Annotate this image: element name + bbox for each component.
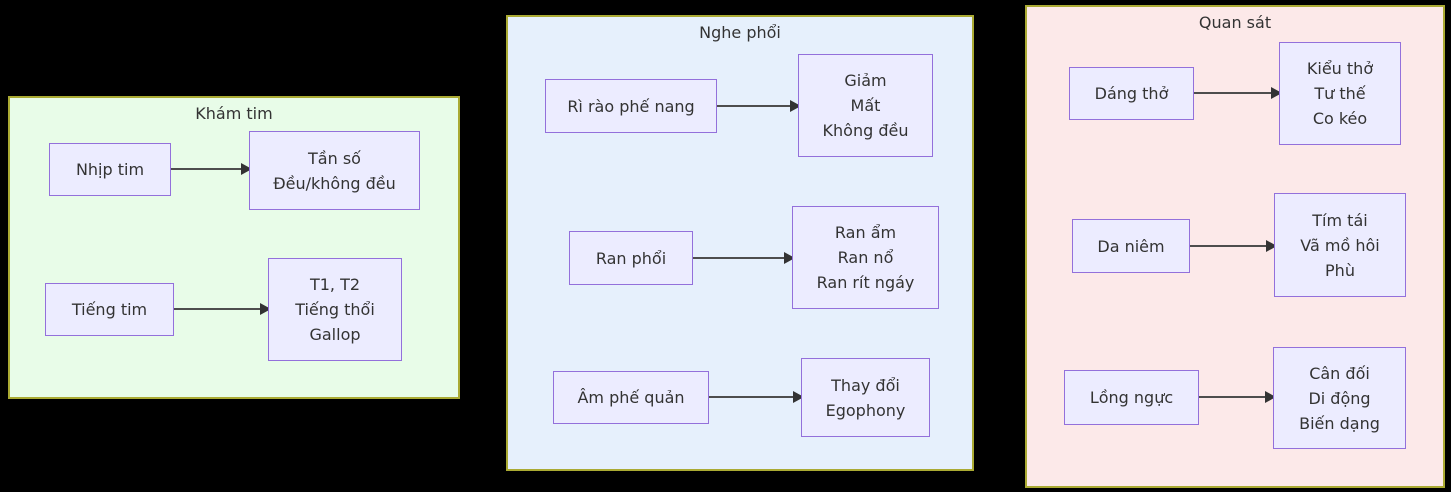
node-label: Lồng ngực — [1089, 388, 1174, 407]
node-label: Da niêm — [1097, 236, 1165, 256]
node-tan-so: Tần số Đều/không đều — [249, 131, 420, 210]
node-line: Gallop — [309, 325, 361, 344]
node-am-phe-quan: Âm phế quản — [553, 371, 709, 424]
node-label: Âm phế quản — [577, 388, 685, 407]
arrowhead-icon — [260, 303, 271, 315]
node-long-nguc: Lồng ngực — [1064, 370, 1199, 425]
arrow-long-nguc — [1199, 391, 1276, 403]
node-label: Ran phổi — [595, 248, 667, 268]
node-ri-rao-phe-nang: Rì rào phế nang — [545, 79, 717, 133]
arrow-am-phe-quan — [709, 391, 804, 403]
arrow-da-niem — [1190, 240, 1277, 252]
node-line: Tư thế — [1314, 84, 1366, 103]
node-thay-doi: Thay đổi Egophony — [801, 358, 930, 437]
panel-nghe-phoi: Nghe phổi Rì rào phế nang Giảm Mất Không… — [506, 15, 974, 471]
arrow-nhip-tim — [171, 163, 252, 175]
node-line: Phù — [1325, 260, 1355, 280]
node-line: Thay đổi — [831, 375, 900, 395]
node-line: Ran nổ — [837, 248, 894, 267]
arrow-dang-tho — [1194, 87, 1282, 99]
node-label: Tiếng tim — [71, 300, 148, 319]
arrowhead-icon — [784, 252, 795, 264]
node-nhip-tim: Nhịp tim — [49, 143, 171, 196]
node-line: Tím tái — [1312, 210, 1368, 230]
node-t1-t2: T1, T2 Tiếng thổi Gallop — [268, 258, 402, 361]
node-line: Cân đối — [1309, 363, 1370, 383]
node-line: Tiếng thổi — [295, 300, 375, 319]
node-line: Co kéo — [1312, 109, 1368, 128]
node-tim-tai: Tím tái Vã mồ hôi Phù — [1274, 193, 1406, 297]
node-line: Di động — [1308, 388, 1371, 408]
panel-quan-sat: Quan sát Dáng thở Kiểu thở Tư thế Co kéo… — [1025, 5, 1445, 488]
panel-kham-tim: Khám tim Nhịp tim Tần số Đều/không đều T… — [8, 96, 460, 399]
node-line: Vã mồ hôi — [1300, 235, 1380, 255]
node-line: Mất — [850, 96, 881, 115]
node-line: Ran rít ngáy — [816, 273, 915, 292]
arrow-ri-rao-phe-nang — [717, 100, 801, 112]
node-line: Không đều — [822, 121, 909, 140]
arrowhead-icon — [1265, 391, 1276, 403]
node-line: Egophony — [825, 400, 906, 420]
node-ran-phoi: Ran phổi — [569, 231, 693, 285]
node-line: Đều/không đều — [273, 173, 396, 193]
node-line: Tần số — [308, 148, 361, 168]
panel-nghe-phoi-title: Nghe phổi — [699, 23, 781, 42]
node-ran-am: Ran ẩm Ran nổ Ran rít ngáy — [792, 206, 939, 309]
node-dang-tho: Dáng thở — [1069, 67, 1194, 120]
node-label: Nhịp tim — [75, 160, 145, 179]
node-line: Kiểu thở — [1306, 59, 1374, 78]
node-can-doi: Cân đối Di động Biến dạng — [1273, 347, 1406, 449]
arrowhead-icon — [790, 100, 801, 112]
node-kieu-tho: Kiểu thở Tư thế Co kéo — [1279, 42, 1401, 145]
node-tieng-tim: Tiếng tim — [45, 283, 174, 336]
panel-quan-sat-title: Quan sát — [1198, 13, 1272, 32]
node-line: Giảm — [844, 71, 887, 90]
node-giam-mat: Giảm Mất Không đều — [798, 54, 933, 157]
node-da-niem: Da niêm — [1072, 219, 1190, 273]
node-line: Biến dạng — [1299, 413, 1380, 433]
node-label: Dáng thở — [1094, 84, 1169, 103]
arrowhead-icon — [241, 163, 252, 175]
arrowhead-icon — [793, 391, 804, 403]
arrowhead-icon — [1266, 240, 1277, 252]
arrowhead-icon — [1271, 87, 1282, 99]
node-line: Ran ẩm — [834, 223, 897, 242]
panel-kham-tim-title: Khám tim — [195, 104, 273, 123]
arrow-ran-phoi — [693, 252, 795, 264]
arrow-tieng-tim — [174, 303, 271, 315]
node-line: T1, T2 — [309, 275, 361, 294]
node-label: Rì rào phế nang — [567, 96, 695, 116]
